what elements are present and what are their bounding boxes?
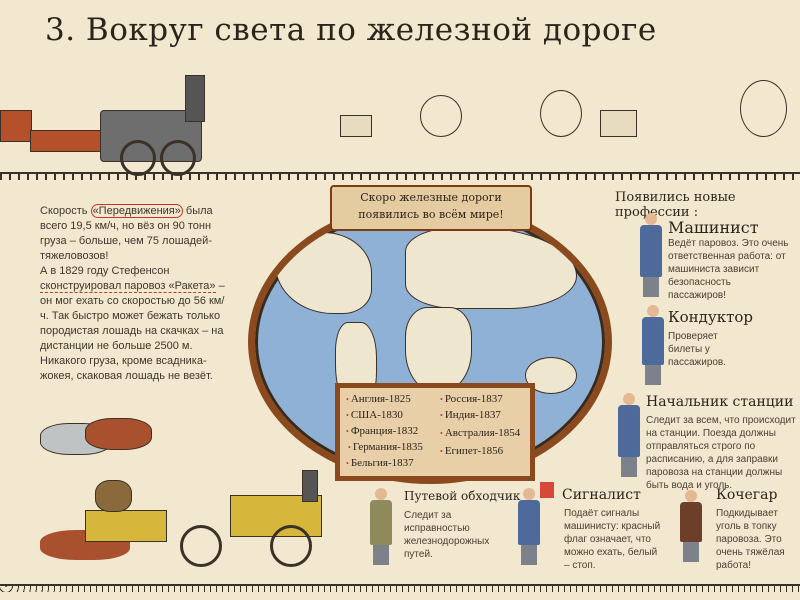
country-date: Индия-1837 xyxy=(440,409,501,421)
profession-title: Начальник станции xyxy=(646,394,794,410)
railway-track xyxy=(0,172,800,180)
profession-text: Проверяет билеты у пассажиров. xyxy=(668,331,727,368)
north-america xyxy=(275,232,372,314)
country-date: Австралия-1854 xyxy=(440,427,520,439)
profession-text: Следит за исправностью железнодорожных п… xyxy=(404,510,490,560)
stoker-figure xyxy=(680,490,702,562)
africa xyxy=(405,307,472,394)
page-title: 3. Вокруг света по железной дороге xyxy=(45,12,657,48)
world-banner: Скоро железные дороги появились во всём … xyxy=(330,185,532,231)
profession-text: Следит за всем, что происходит на станци… xyxy=(646,415,796,491)
country-date: Германия-1835 xyxy=(348,441,423,453)
rocket-locomotive-illustration xyxy=(40,470,340,575)
signalman-figure xyxy=(518,488,540,565)
red-flag-icon xyxy=(540,482,554,498)
profession-text: Подкидывает уголь в топку паровоза. Это … xyxy=(716,508,785,571)
profession-title: Путевой обходчик xyxy=(404,489,521,503)
railway-dates-plaque: Англия-1825 США-1830 Франция-1832 Герман… xyxy=(335,383,535,481)
intro-text-4: – он мог ехать со скоростью до 56 км/ч. … xyxy=(40,280,225,382)
trackman-figure xyxy=(370,488,392,565)
banner-line-2: появились во всём мире! xyxy=(358,208,504,221)
country-date: Бельгия-1837 xyxy=(346,457,414,469)
country-date: Франция-1832 xyxy=(346,425,418,437)
horses-illustration xyxy=(40,418,152,463)
intro-text-1: Скорость xyxy=(40,205,91,217)
country-date: Египет-1856 xyxy=(440,445,503,457)
conductor-figure xyxy=(642,305,664,385)
country-date: Англия-1825 xyxy=(346,393,411,405)
profession-text: Подаёт сигналы машинисту: красный флаг о… xyxy=(564,508,661,571)
banner-line-1: Скоро железные дороги xyxy=(360,191,502,204)
intro-text-2: была всего 19,5 км/ч, но вёз он 90 тонн … xyxy=(40,205,213,262)
professions-header: Появились новые профессии : xyxy=(615,190,736,220)
eurasia xyxy=(405,227,577,309)
profession-title: Кочегар xyxy=(716,487,778,503)
stationmaster-figure xyxy=(618,393,640,477)
train-illustration xyxy=(0,70,215,176)
intro-text-3: А в 1829 году Стефенсон xyxy=(40,265,170,277)
country-date: США-1830 xyxy=(346,409,403,421)
intro-text: Скорость «Передвижения» была всего 19,5 … xyxy=(40,204,230,384)
profession-text: Ведёт паровоз. Это очень ответственная р… xyxy=(668,238,789,301)
profession-title: Машинист xyxy=(668,218,759,237)
country-date: Россия-1837 xyxy=(440,393,503,405)
raketa-underline: сконструировал паровоз «Ракета» xyxy=(40,280,216,293)
peredvizhenie-highlight: «Передвижения» xyxy=(90,204,183,218)
decorative-border xyxy=(0,584,800,592)
profession-title: Сигналист xyxy=(562,487,641,503)
profession-title: Кондуктор xyxy=(668,308,754,326)
engineer-figure xyxy=(640,213,662,297)
village-illustration xyxy=(260,75,800,137)
